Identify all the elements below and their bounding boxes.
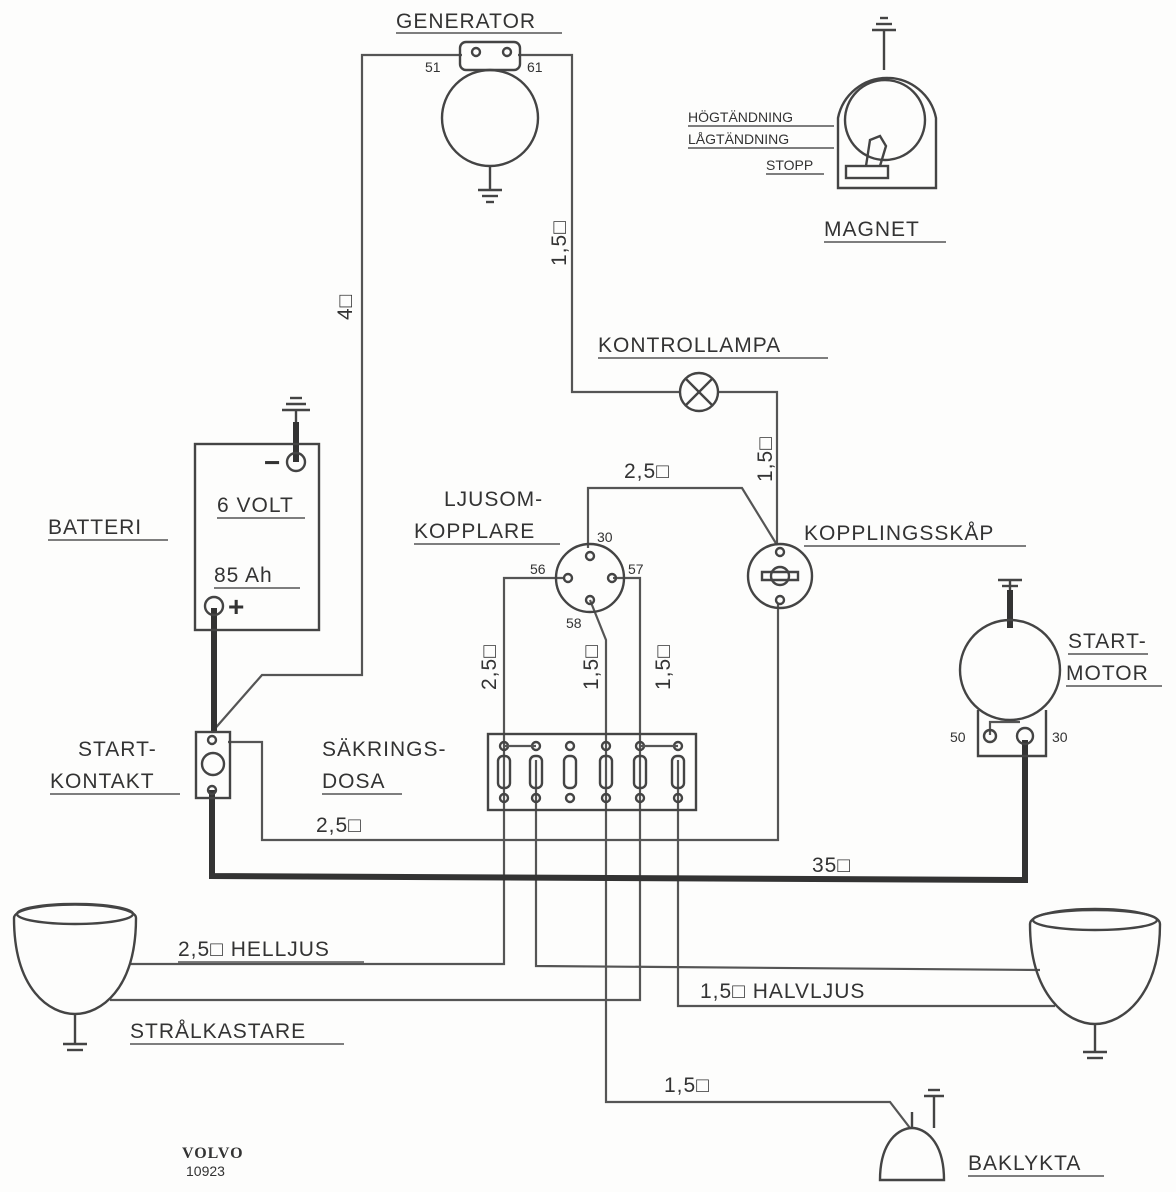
wire-size-56: 2,5□ xyxy=(478,644,501,690)
wire-switch-56 xyxy=(130,576,563,966)
sakrings-label: SÄKRINGS- xyxy=(322,738,447,761)
kontrollampa-label: KONTROLLAMPA xyxy=(598,334,781,357)
battery-plus: + xyxy=(228,591,245,622)
wire-size-top: 2,5□ xyxy=(624,460,670,483)
startkontakt-label-2: KONTAKT xyxy=(50,770,155,793)
kontrollampa-lamp xyxy=(678,371,720,413)
halvljus-label: 1,5□ HALVLJUS xyxy=(700,980,865,1003)
stralkastare-label: STRÅLKASTARE xyxy=(130,1020,306,1043)
baklykta-label: BAKLYKTA xyxy=(968,1152,1081,1175)
sakringsdosa xyxy=(486,732,698,812)
startmotor-label-1: START- xyxy=(1068,630,1147,653)
drawing-code: 10923 xyxy=(186,1163,225,1179)
ljusom-label: LJUSOM- xyxy=(444,488,543,511)
ljusomkopplare xyxy=(554,542,626,614)
terminal-51: 51 xyxy=(425,59,441,75)
wire-size-35: 35□ xyxy=(812,854,851,877)
startkontakt xyxy=(194,730,232,800)
terminal-61: 61 xyxy=(527,59,543,75)
wire-halvljus-right xyxy=(676,760,1055,1008)
wire-size-57: 1,5□ xyxy=(652,644,675,690)
terminal-30: 30 xyxy=(597,529,613,545)
batteri-label: BATTERI xyxy=(48,516,142,539)
kopplingsskap xyxy=(746,542,814,610)
terminal-58: 58 xyxy=(566,615,582,631)
wire-size-58: 1,5□ xyxy=(580,644,603,690)
startmotor-terminal-30: 30 xyxy=(1052,729,1068,745)
generator-label: GENERATOR xyxy=(396,10,536,33)
battery-volt: 6 VOLT xyxy=(217,494,294,517)
magnet xyxy=(836,16,938,190)
lagtandning-label: LÅGTÄNDNING xyxy=(688,131,789,147)
wire-helljus-right xyxy=(534,760,1041,972)
battery-minus: − xyxy=(264,447,281,478)
wire-size-kopplingsskap: 1,5□ xyxy=(754,436,777,482)
volvo-logo: VOLVO xyxy=(182,1145,244,1162)
dosa-label: DOSA xyxy=(322,770,386,793)
wire-size-bottom: 2,5□ xyxy=(316,814,362,837)
battery-ah: 85 Ah xyxy=(214,564,273,587)
wire-switch-30 xyxy=(586,486,778,548)
generator xyxy=(440,40,540,204)
wire-switch-58 xyxy=(588,599,911,1129)
magnet-label: MAGNET xyxy=(824,218,920,241)
wire-lamp-kopplingsskap xyxy=(718,390,779,545)
wire-generator-61 xyxy=(518,53,680,394)
startkontakt-label-1: START- xyxy=(78,738,157,761)
helljus-label: 2,5□ HELLJUS xyxy=(178,938,330,961)
baklykta xyxy=(878,1088,946,1182)
wire-network xyxy=(110,53,1055,1129)
hogtandning-label: HÖGTÄNDNING xyxy=(688,108,793,125)
battery-cables xyxy=(209,422,1028,884)
wire-kopplingsskap-startkontakt xyxy=(228,603,780,842)
kopplingsskap-label: KOPPLINGSSKÅP xyxy=(804,522,994,545)
terminal-57: 57 xyxy=(628,561,644,577)
headlight-left xyxy=(12,902,138,1052)
wire-size-baklykta: 1,5□ xyxy=(664,1074,710,1097)
battery xyxy=(193,396,321,632)
kopplare-label: KOPPLARE xyxy=(414,520,535,543)
cable-35 xyxy=(209,740,1028,884)
wire-size-gen-61: 1,5□ xyxy=(548,220,571,266)
headlight-right xyxy=(1028,907,1162,1060)
startmotor xyxy=(958,578,1062,758)
wire-size-4: 4□ xyxy=(334,294,357,320)
startmotor-terminal-50: 50 xyxy=(950,729,966,745)
startmotor-label-2: MOTOR xyxy=(1066,662,1149,685)
stopp-label: STOPP xyxy=(766,157,813,173)
terminal-56: 56 xyxy=(530,561,546,577)
wire-generator-51 xyxy=(211,53,462,733)
